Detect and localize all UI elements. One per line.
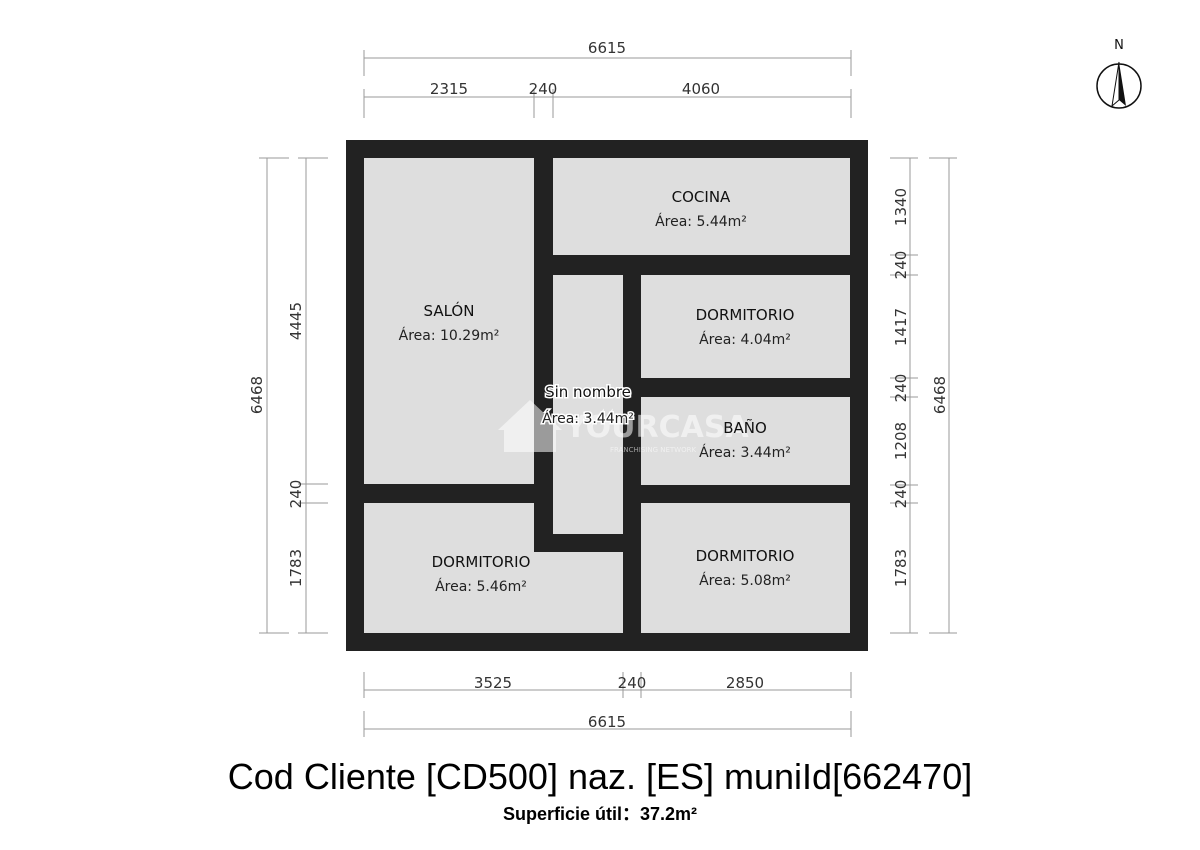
dimension-label: 2850 bbox=[726, 674, 764, 692]
dimension-bottom-total: 6615 bbox=[363, 711, 852, 737]
room-salon-name: SALÓN bbox=[424, 301, 475, 320]
room-sin-nombre-area: Área: 3.44m² bbox=[542, 410, 634, 427]
surface-summary: Superficie útil：37.2m² bbox=[0, 800, 1200, 826]
surface-label: Superficie útil： bbox=[502, 804, 640, 824]
room-dormitorio-3 bbox=[641, 503, 850, 633]
dimension-label: 4445 bbox=[287, 302, 305, 340]
room-cocina-name: COCINA bbox=[672, 188, 731, 206]
room-bano bbox=[641, 397, 850, 485]
room-bano-name: BAÑO bbox=[723, 418, 767, 437]
dimension-left-total: 6468 bbox=[248, 157, 289, 634]
dimension-label: 6615 bbox=[588, 39, 626, 57]
dimension-label: 240 bbox=[892, 251, 910, 280]
dimension-label: 6615 bbox=[588, 713, 626, 731]
dimension-label: 240 bbox=[892, 374, 910, 403]
room-dormitorio-1 bbox=[641, 275, 850, 378]
house-icon bbox=[498, 400, 562, 452]
dimension-top-total: 6615 bbox=[363, 39, 852, 76]
dimension-label: 240 bbox=[287, 480, 305, 509]
dimension-label: 1340 bbox=[892, 188, 910, 226]
room-dormitorio-1-area: Área: 4.04m² bbox=[699, 331, 791, 348]
dimension-label: 1783 bbox=[892, 549, 910, 587]
room-sin-nombre-name: Sin nombre bbox=[545, 383, 631, 401]
dimension-label: 1783 bbox=[287, 549, 305, 587]
dimension-label: 3525 bbox=[474, 674, 512, 692]
room-cocina-area: Área: 5.44m² bbox=[655, 213, 747, 230]
dimension-label: 1417 bbox=[892, 308, 910, 346]
room-dormitorio-2 bbox=[364, 503, 623, 633]
north-label: N bbox=[1114, 38, 1124, 53]
dimension-right-segments: 1340 240 1417 240 1208 240 1783 bbox=[890, 157, 918, 634]
dimension-label: 6468 bbox=[248, 376, 266, 414]
room-bano-area: Área: 3.44m² bbox=[699, 444, 791, 461]
client-code-title: Cod Cliente [CD500] naz. [ES] muniId[662… bbox=[227, 756, 973, 797]
dimension-top-segments: 2315 240 4060 bbox=[363, 80, 852, 118]
watermark-logo: YOURCASA FRANCHISING NETWORK bbox=[498, 400, 749, 454]
room-dormitorio-2-name: DORMITORIO bbox=[432, 553, 531, 571]
dimension-bottom-segments: 3525 240 2850 bbox=[363, 672, 852, 698]
room-dormitorio-1-name: DORMITORIO bbox=[696, 306, 795, 324]
dimension-label: 240 bbox=[529, 80, 558, 98]
dimension-label: 240 bbox=[892, 480, 910, 509]
surface-value: 37.2m² bbox=[639, 804, 698, 824]
watermark-text: YOURCASA bbox=[564, 410, 749, 445]
north-arrow-needle-dark bbox=[1119, 62, 1126, 106]
room-dormitorio-3-name: DORMITORIO bbox=[696, 547, 795, 565]
dimension-label: 4060 bbox=[682, 80, 720, 98]
room-salon-area: Área: 10.29m² bbox=[399, 327, 500, 344]
dimension-label: 6468 bbox=[931, 376, 949, 414]
room-cocina bbox=[553, 158, 850, 255]
room-dormitorio-2-area: Área: 5.46m² bbox=[435, 578, 527, 595]
dimension-label: 240 bbox=[618, 674, 647, 692]
dimension-label: 1208 bbox=[892, 422, 910, 460]
watermark-subtext: FRANCHISING NETWORK bbox=[610, 446, 696, 454]
dimension-right-total: 6468 bbox=[929, 157, 957, 634]
north-compass: N bbox=[1096, 38, 1142, 109]
dimension-left-segments: 4445 240 1783 bbox=[287, 157, 328, 634]
room-sin-nombre bbox=[553, 275, 623, 534]
dimension-label: 2315 bbox=[430, 80, 468, 98]
room-dormitorio-3-area: Área: 5.08m² bbox=[699, 572, 791, 589]
